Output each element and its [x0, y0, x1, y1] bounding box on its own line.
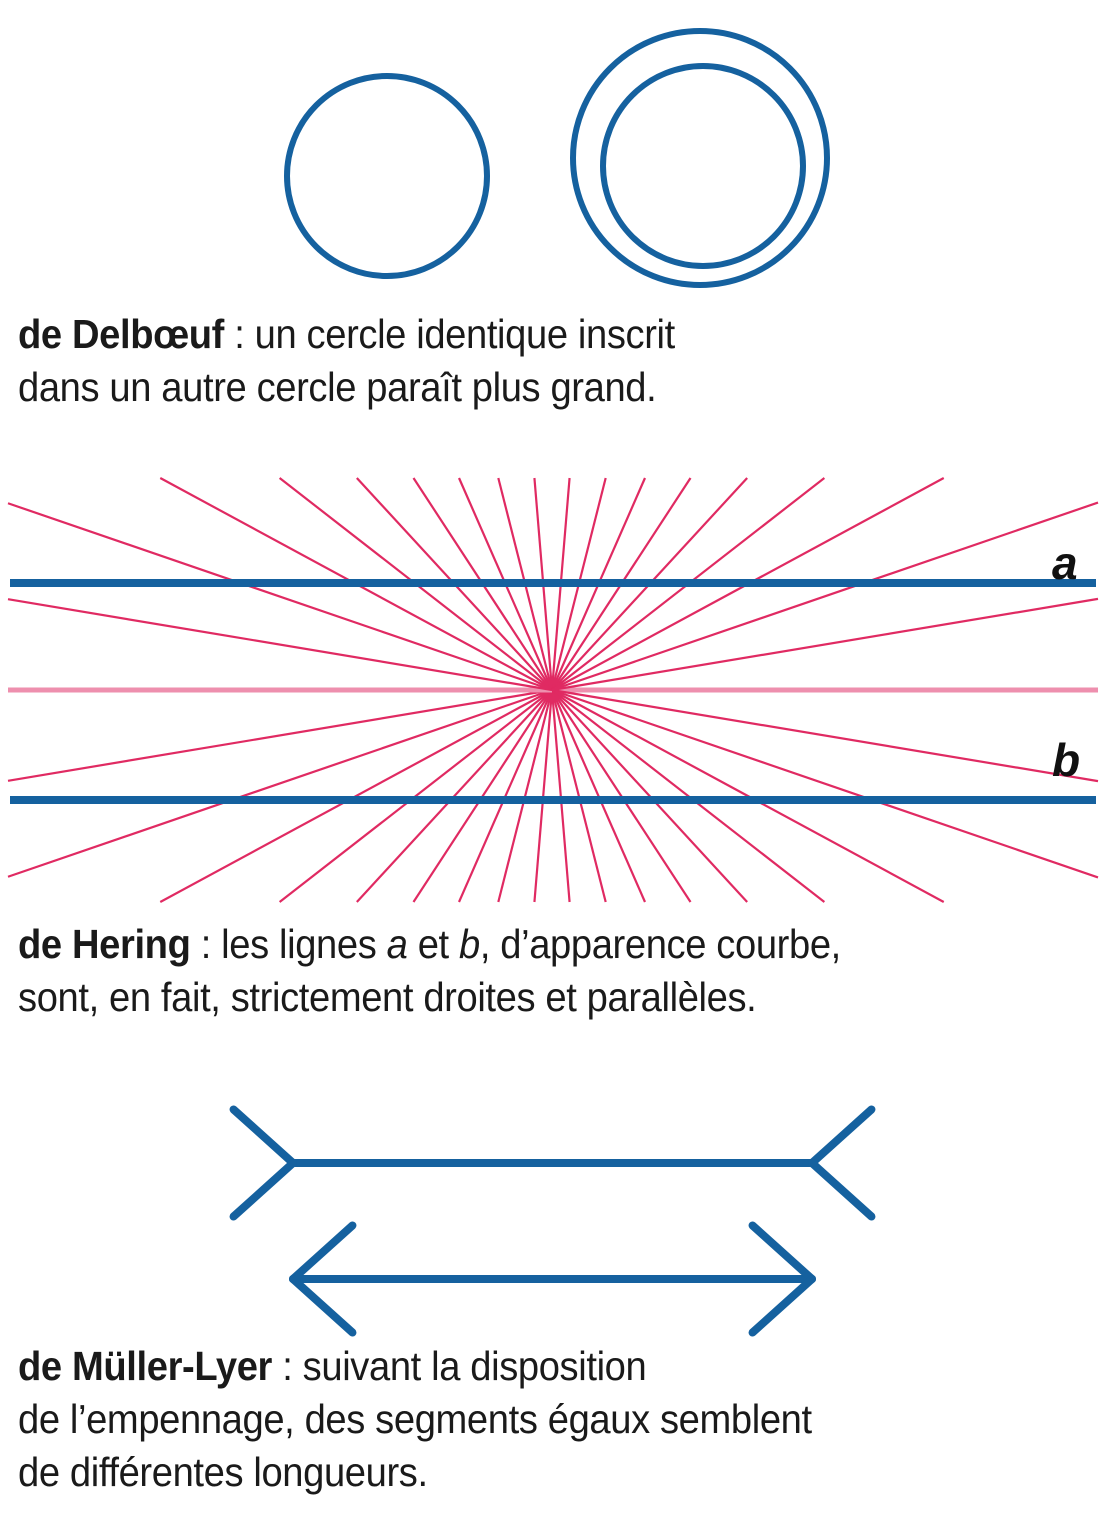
delboeuf-caption-lead: de Delbœuf [18, 311, 224, 357]
muller-fin [289, 1221, 357, 1283]
delboeuf-figure [0, 0, 1106, 300]
muller-lyer-caption: de Müller-Lyer : suivant la disposition … [18, 1340, 1004, 1499]
muller-fin [808, 1105, 876, 1167]
muller-fin [748, 1221, 816, 1283]
muller-fin [748, 1275, 816, 1337]
muller-lyer-bottom-segment [289, 1221, 816, 1337]
muller-lyer-figure [0, 1075, 1106, 1340]
muller-fin [229, 1159, 297, 1221]
muller-fin [229, 1105, 297, 1167]
delboeuf-right-outer-circle [570, 28, 830, 288]
hering-ray [7, 598, 553, 692]
muller-fin [808, 1159, 876, 1221]
hering-ray [551, 688, 1099, 879]
delboeuf-left-circle [284, 73, 490, 279]
hering-label-a: a [1052, 537, 1078, 589]
hering-ray [7, 502, 553, 692]
delboeuf-caption-line-2: dans un autre cercle paraît plus grand. [18, 364, 657, 410]
hering-caption-line-2: sont, en fait, strictement droites et pa… [18, 974, 757, 1020]
hering-caption-italic-a: a [386, 921, 408, 967]
hering-ray [551, 688, 1099, 783]
delboeuf-caption-line-1-rest: : un cercle identique inscrit [223, 311, 675, 357]
hering-caption-seg-c: , d’apparence courbe, [479, 921, 841, 967]
hering-ray [7, 688, 553, 782]
muller-caption-line-1-rest: : suivant la disposition [272, 1343, 647, 1389]
hering-radiating-lines [7, 477, 1099, 903]
muller-caption-line-1: de Müller-Lyer : suivant la disposition [18, 1340, 1004, 1393]
hering-caption-lead: de Hering [18, 921, 191, 967]
muller-caption-line-3: de différentes longueurs. [18, 1449, 428, 1495]
hering-caption: de Hering : les lignes a et b, d’apparen… [18, 918, 1004, 1024]
muller-caption-lead: de Müller-Lyer [18, 1343, 273, 1389]
delboeuf-caption-line-1: de Delbœuf : un cercle identique inscrit [18, 308, 1004, 361]
hering-label-b: b [1052, 734, 1081, 786]
hering-caption-seg-b: et [407, 921, 460, 967]
hering-ray [551, 501, 1099, 692]
delboeuf-caption: de Delbœuf : un cercle identique inscrit… [18, 308, 1004, 414]
delboeuf-right-inner-circle [600, 63, 806, 269]
muller-lyer-top-segment [229, 1105, 876, 1221]
hering-figure [0, 470, 1106, 910]
muller-caption-line-2: de l’empennage, des segments égaux sembl… [18, 1396, 812, 1442]
hering-ray [551, 597, 1099, 692]
hering-caption-italic-b: b [459, 921, 480, 967]
muller-fin [289, 1275, 357, 1337]
hering-caption-line-1: de Hering : les lignes a et b, d’apparen… [18, 918, 1004, 971]
hering-ray [7, 688, 553, 878]
hering-caption-seg-a: : les lignes [190, 921, 387, 967]
